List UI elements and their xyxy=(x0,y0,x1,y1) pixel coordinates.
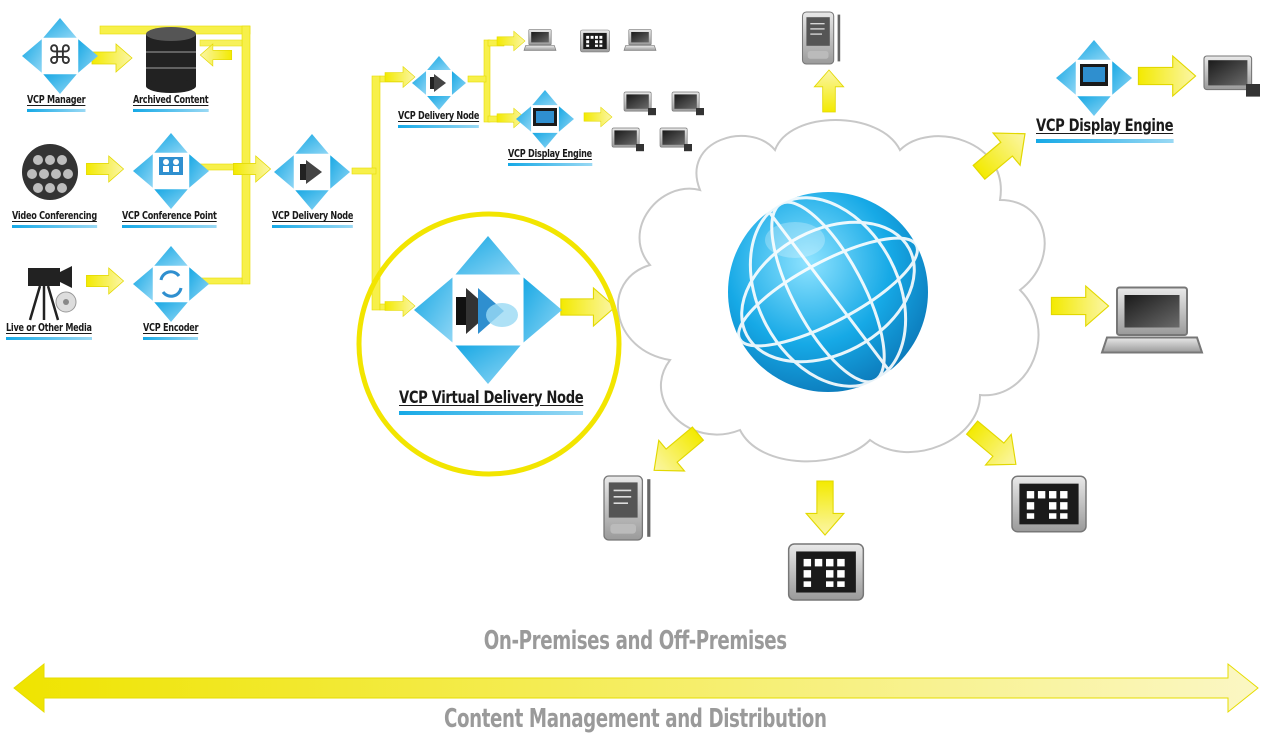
audience-icon xyxy=(22,144,78,200)
vcp-display-engine-small[interactable] xyxy=(516,90,574,148)
pda-icon xyxy=(602,474,651,542)
vcp-encoder-node[interactable] xyxy=(133,246,209,322)
display-icon xyxy=(533,108,557,126)
laptop-icon xyxy=(623,29,657,51)
refresh-icon xyxy=(159,270,183,298)
tablet-icon xyxy=(787,543,865,601)
premises-caption: On-Premises and Off-Premises xyxy=(483,626,787,656)
cloud-delivery-icon xyxy=(456,288,518,334)
live-or-other-media-label: Live or Other Media xyxy=(6,322,92,340)
laptop-icon xyxy=(1100,286,1204,354)
people-icon xyxy=(159,157,183,175)
database-icon xyxy=(146,27,196,93)
monitor-icon xyxy=(671,91,705,116)
vcp-delivery-node-main[interactable] xyxy=(274,134,350,210)
delivery-arrow-icon xyxy=(430,74,446,92)
tablet-icon xyxy=(579,29,611,53)
display-icon xyxy=(1080,64,1108,86)
monitor-icon xyxy=(623,91,657,116)
monitor-icon xyxy=(659,127,693,152)
distribution-caption: Content Management and Distribution xyxy=(443,704,827,734)
vcp-virtual-delivery-node-label: VCP Virtual Delivery Node xyxy=(399,388,584,415)
pda-icon xyxy=(801,10,841,66)
vcp-delivery-node-upper[interactable] xyxy=(412,56,466,110)
right-display-engine-node[interactable] xyxy=(1056,40,1132,116)
globe-icon xyxy=(728,192,928,392)
archived-content-label: Archived Content xyxy=(133,94,209,112)
camera-icon xyxy=(28,266,77,321)
video-conferencing-node[interactable] xyxy=(22,144,78,200)
vcp-display-engine-small-label: VCP Display Engine xyxy=(508,148,592,166)
highlight-ring xyxy=(356,211,622,477)
vcp-conference-point-label: VCP Conference Point xyxy=(122,210,217,228)
command-icon: ⌘ xyxy=(47,41,73,71)
vcp-conference-point-node[interactable] xyxy=(133,133,209,209)
laptop-icon xyxy=(523,29,557,51)
tablet-icon xyxy=(1011,475,1087,533)
vcp-virtual-delivery-node[interactable] xyxy=(414,236,562,384)
vcp-delivery-node-main-label: VCP Delivery Node xyxy=(272,210,354,228)
delivery-arrow-icon xyxy=(300,160,322,184)
distribution-double-arrow xyxy=(13,662,1259,714)
vcp-delivery-node-upper-label: VCP Delivery Node xyxy=(398,110,480,128)
video-conferencing-label: Video Conferencing xyxy=(12,210,97,228)
vcp-display-engine-right-label: VCP Display Engine xyxy=(1036,116,1174,143)
live-media-node[interactable] xyxy=(28,266,77,321)
vcp-manager-label: VCP Manager xyxy=(27,94,86,112)
monitor-icon xyxy=(611,127,645,152)
vcp-manager-node[interactable]: ⌘ xyxy=(22,18,98,94)
archived-content-node[interactable] xyxy=(146,27,196,93)
vcp-encoder-label: VCP Encoder xyxy=(143,322,199,340)
monitor-icon xyxy=(1203,55,1261,98)
